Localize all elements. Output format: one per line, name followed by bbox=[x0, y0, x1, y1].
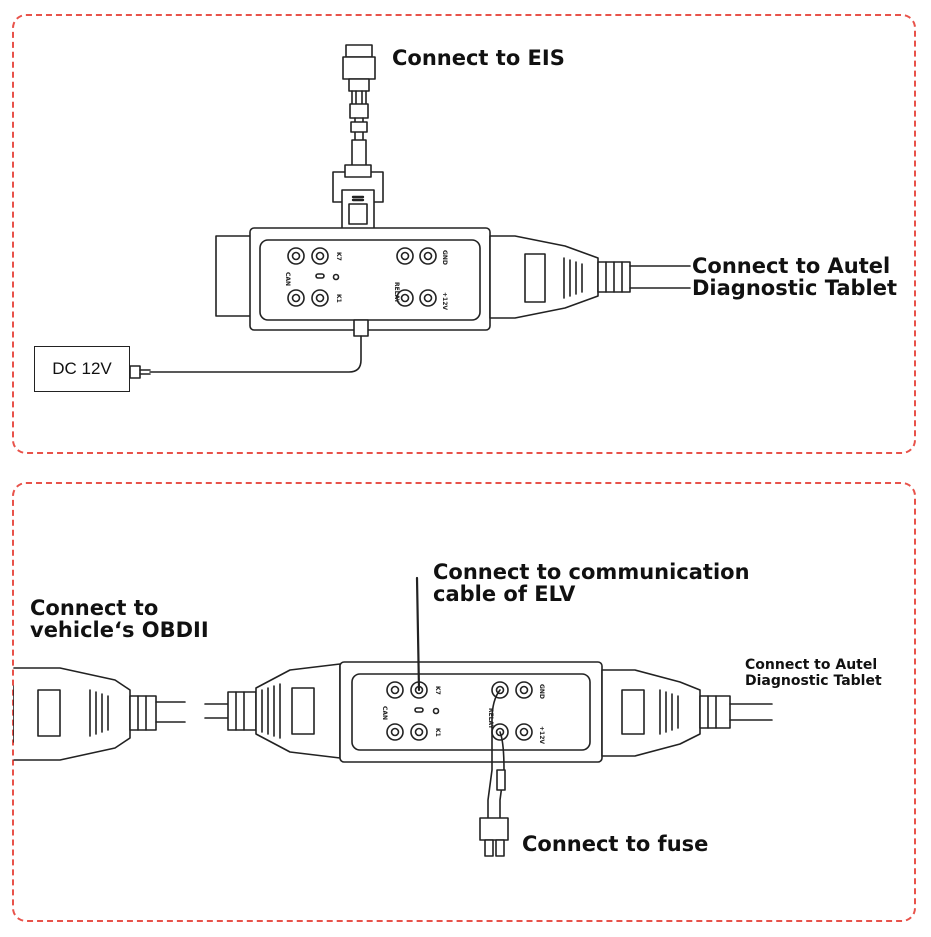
label-connect-autel-top-line1: Connect to Autel bbox=[692, 254, 891, 278]
bottom-panel-frame bbox=[12, 482, 916, 922]
fuse-wires bbox=[479, 689, 509, 857]
port-label-k1-top: K1 bbox=[335, 294, 342, 303]
port-label-k1-bottom: K1 bbox=[434, 728, 441, 737]
top-panel-frame bbox=[12, 14, 916, 454]
power-cable bbox=[129, 319, 369, 379]
label-connect-autel-bottom-line1: Connect to Autel bbox=[745, 657, 878, 673]
db9-plug bbox=[332, 164, 384, 235]
port-label-gnd-top: GND bbox=[441, 250, 448, 265]
device-ports-top bbox=[287, 247, 437, 307]
port-label-k7-top: K7 bbox=[335, 252, 342, 261]
label-connect-obd: Connect to vehicle‘s OBDII bbox=[30, 597, 209, 641]
label-connect-eis: Connect to EIS bbox=[392, 46, 565, 70]
eis-connector bbox=[342, 44, 376, 171]
autel-connector-bottom bbox=[601, 669, 773, 757]
dc-12v-label: DC 12V bbox=[52, 359, 112, 378]
label-connect-fuse: Connect to fuse bbox=[522, 832, 709, 856]
port-label-12v-top: +12V bbox=[441, 292, 448, 310]
device-obd-plug bbox=[204, 663, 341, 759]
label-connect-autel-top: Connect to Autel Diagnostic Tablet bbox=[692, 255, 897, 299]
device-body-bottom bbox=[339, 661, 603, 763]
label-connect-obd-line2: vehicle‘s OBDII bbox=[30, 618, 209, 642]
port-label-can-top: CAN bbox=[284, 272, 291, 286]
port-label-can-bottom: CAN bbox=[381, 706, 388, 720]
label-connect-autel-top-line2: Diagnostic Tablet bbox=[692, 276, 898, 300]
label-connect-elv: Connect to communication cable of ELV bbox=[433, 561, 750, 605]
port-label-gnd-bottom: GND bbox=[538, 684, 545, 699]
port-label-12v-bottom: +12V bbox=[538, 726, 545, 744]
port-label-relay-bottom: RELAY bbox=[487, 708, 494, 730]
label-connect-obd-line1: Connect to bbox=[30, 596, 159, 620]
label-connect-autel-bottom-line2: Diagnostic Tablet bbox=[745, 673, 882, 689]
vehicle-obd-connector bbox=[13, 667, 186, 761]
label-connect-elv-line2: cable of ELV bbox=[433, 582, 576, 606]
label-connect-elv-line1: Connect to communication bbox=[433, 560, 750, 584]
elv-wire bbox=[415, 576, 421, 692]
autel-connector-top bbox=[489, 235, 691, 319]
dc-12v-power-box: DC 12V bbox=[34, 346, 130, 392]
port-label-relay-top: RELAY bbox=[393, 282, 400, 304]
port-label-k7-bottom: K7 bbox=[434, 686, 441, 695]
label-connect-autel-bottom: Connect to Autel Diagnostic Tablet bbox=[745, 657, 882, 689]
